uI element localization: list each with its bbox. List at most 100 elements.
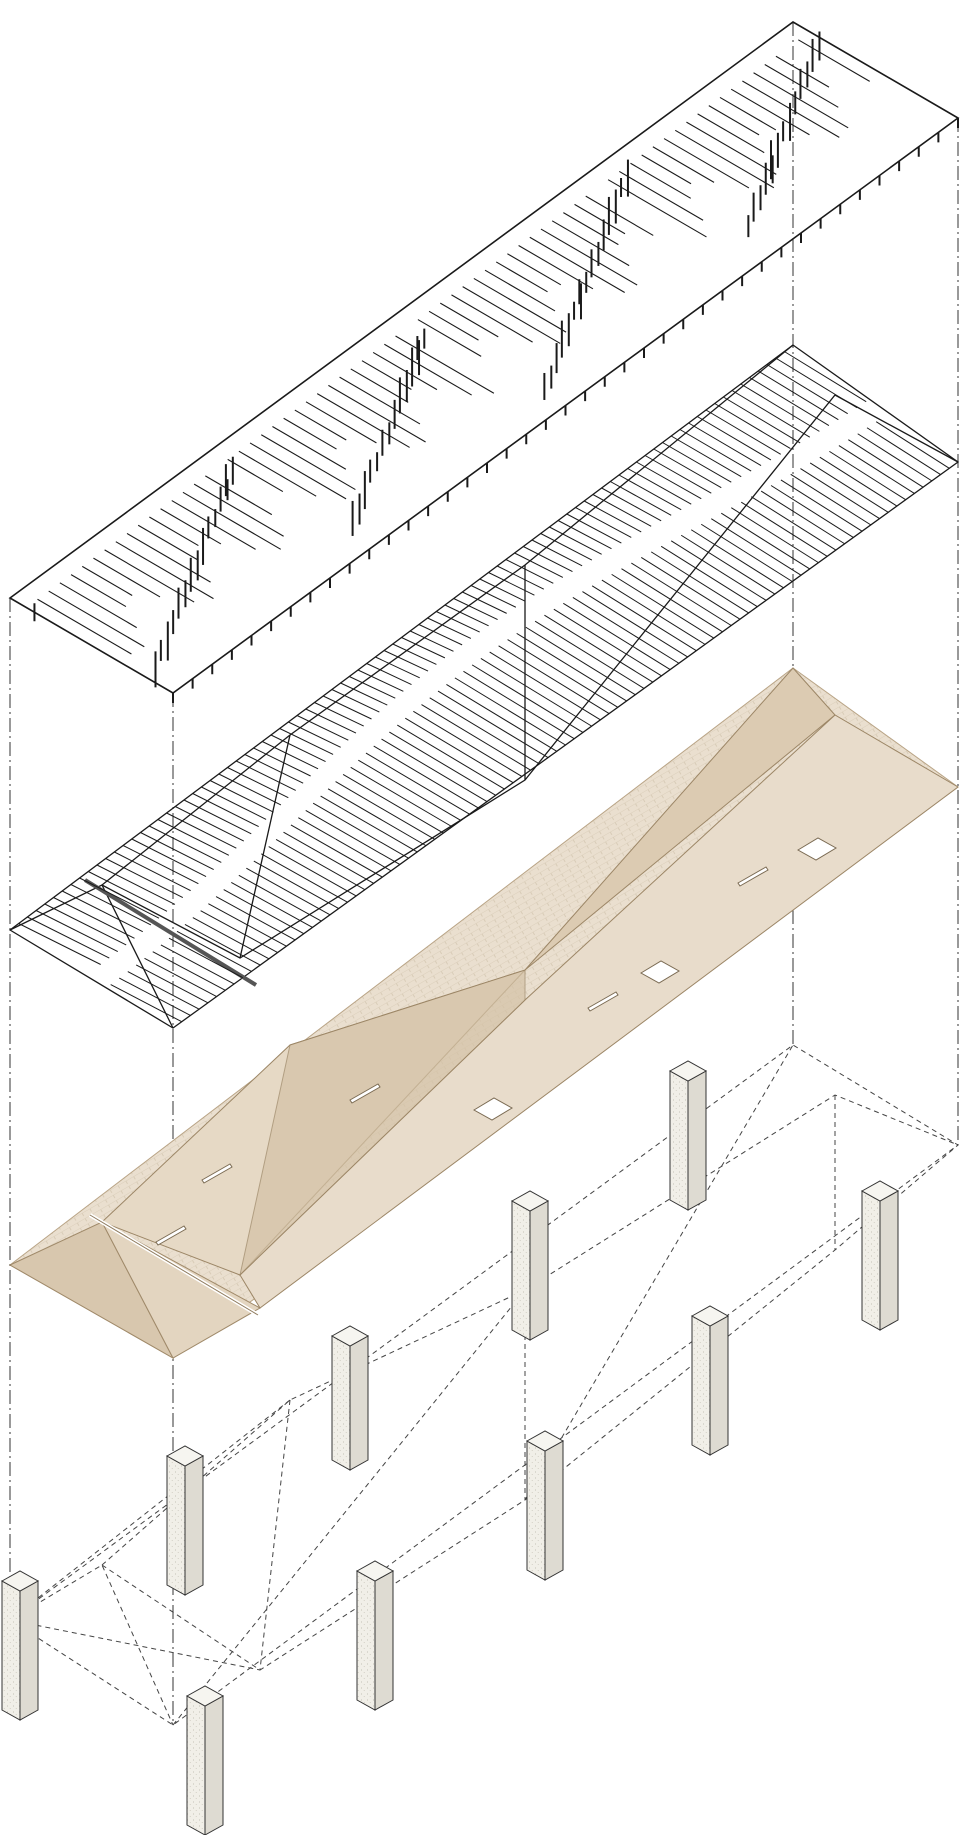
skylight [797, 837, 837, 861]
rafter [566, 513, 622, 544]
rafter [848, 439, 924, 488]
joist [81, 565, 133, 596]
rafter [340, 682, 388, 706]
joist [272, 426, 347, 470]
joist [518, 245, 594, 290]
column-side [184, 1455, 204, 1596]
rafter [653, 448, 722, 489]
joist [540, 228, 638, 286]
column [355, 1560, 395, 1711]
rafter [312, 802, 409, 859]
rafter [144, 957, 217, 997]
rafter [405, 717, 514, 784]
column-face [1, 1580, 21, 1721]
column-face [861, 1190, 881, 1331]
joist [149, 516, 199, 547]
column-top [860, 1180, 900, 1202]
rafter [731, 507, 819, 564]
joist [305, 401, 377, 444]
joist [663, 138, 750, 189]
joist [563, 212, 619, 246]
rafter [446, 684, 558, 752]
rafter [775, 357, 858, 409]
rafter [184, 924, 261, 966]
rafter [644, 455, 712, 494]
joist [428, 310, 479, 341]
column-top [690, 1305, 730, 1327]
joist [674, 129, 775, 189]
rafter [235, 760, 296, 791]
rafter [631, 562, 732, 626]
rafter [601, 487, 662, 522]
column-top [525, 1430, 565, 1452]
joist [484, 269, 556, 312]
rafter [375, 656, 420, 679]
rafter [349, 676, 396, 699]
rafter [261, 853, 348, 903]
joist [574, 203, 626, 235]
joist [619, 170, 704, 221]
rafter [496, 565, 545, 590]
rafter [331, 689, 380, 713]
rafter [534, 620, 645, 689]
joist [451, 294, 533, 343]
joist [507, 253, 562, 286]
rafter [114, 851, 191, 892]
rafter [44, 903, 127, 946]
roof-slot [349, 1083, 381, 1104]
rafter [357, 669, 404, 692]
rafter [640, 557, 741, 620]
column-side [374, 1570, 394, 1711]
joist [462, 286, 561, 344]
rafter [470, 585, 517, 608]
rafter [829, 450, 906, 501]
rafter [770, 485, 854, 538]
rafter [583, 500, 642, 533]
rafter [279, 728, 334, 755]
rafter [480, 658, 592, 727]
rafter [131, 838, 207, 878]
joist [193, 483, 284, 537]
rafter [365, 752, 470, 815]
rafter [670, 540, 767, 601]
column-side [204, 1695, 224, 1835]
rafter [175, 806, 245, 842]
rafter [679, 429, 752, 472]
rafter [200, 910, 278, 953]
rafter [523, 546, 573, 573]
rafter [531, 539, 583, 567]
roof-slots [155, 866, 769, 1246]
rafter [557, 520, 612, 550]
rafter [601, 579, 706, 645]
roof-framing-layer [8, 344, 960, 1029]
rafter [507, 639, 619, 708]
rafter [314, 702, 364, 727]
rafter [383, 650, 429, 672]
rafter [740, 501, 828, 557]
joist [775, 55, 830, 88]
joist [529, 236, 625, 294]
rafter [660, 545, 758, 608]
column-top [330, 1325, 370, 1347]
rafter [192, 917, 270, 960]
rafter [749, 377, 830, 426]
rafter [70, 884, 152, 926]
rafter [110, 984, 182, 1023]
rafter [166, 812, 237, 849]
rafter [714, 403, 791, 450]
joist [115, 541, 214, 600]
column-top [668, 1060, 708, 1082]
column-face [356, 1570, 376, 1711]
rafter [389, 731, 496, 796]
rafter [505, 559, 554, 584]
joist [328, 384, 426, 443]
rafter [610, 481, 672, 516]
joist [641, 154, 692, 185]
rafter [516, 632, 627, 702]
joist [630, 162, 692, 199]
structural-frame-layer [8, 21, 960, 703]
rafter [463, 670, 575, 740]
rafter [444, 604, 489, 627]
rafter [270, 734, 326, 763]
rafter [766, 364, 848, 415]
